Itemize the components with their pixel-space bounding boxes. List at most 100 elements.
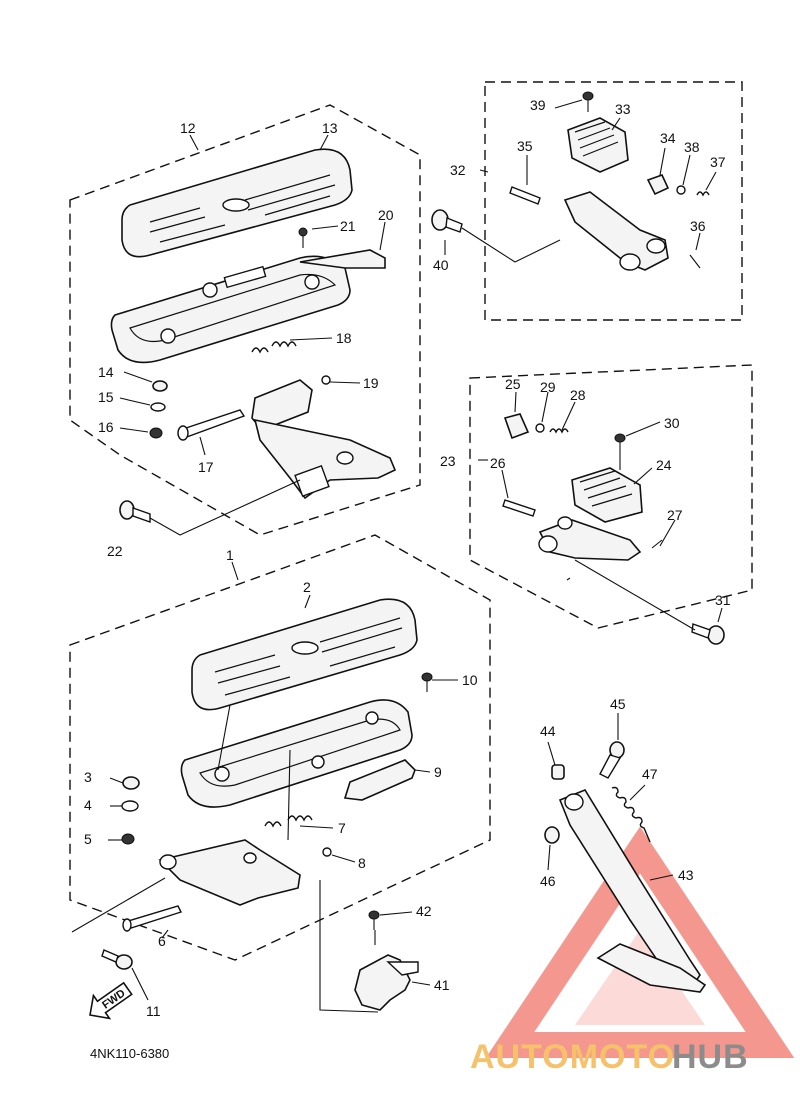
callout-6: 6 — [158, 933, 166, 949]
bolt-31 — [691, 623, 725, 645]
callout-35: 35 — [517, 138, 533, 154]
screw-30 — [614, 433, 626, 470]
callout-9: 9 — [434, 764, 442, 780]
footpeg-assembly-32 — [431, 91, 710, 271]
group-23-outline — [469, 364, 753, 629]
callout-38: 38 — [684, 139, 700, 155]
footpeg-rubber-33 — [567, 117, 629, 173]
callout-25: 25 — [505, 376, 521, 392]
callout-18: 18 — [336, 330, 352, 346]
callout-36: 36 — [690, 218, 706, 234]
lower-arm-bracket — [158, 839, 301, 906]
lower-plate-slot-c — [224, 646, 396, 696]
callout-8: 8 — [358, 855, 366, 871]
lower-plate-slot-b — [319, 617, 403, 653]
callout-24: 24 — [656, 457, 672, 473]
callout-1: 1 — [226, 547, 234, 563]
pin-35 — [509, 186, 541, 205]
callout-26: 26 — [490, 455, 506, 471]
fwd-arrow: FWD — [89, 981, 133, 1020]
nut-3 — [122, 776, 140, 790]
callout-42: 42 — [416, 903, 432, 919]
callout-28: 28 — [570, 387, 586, 403]
bolt-11 — [101, 949, 133, 970]
screw-39 — [582, 91, 594, 112]
upper-plate-slot-c — [159, 195, 331, 243]
clip-8 — [322, 847, 332, 857]
footpeg-body-23 — [538, 519, 642, 561]
footpeg-eye-a — [619, 253, 641, 271]
bolt-22 — [119, 500, 151, 523]
footpeg-rubber-24 — [571, 467, 643, 523]
pin-17-head — [177, 425, 189, 441]
sidestand-pivot — [564, 793, 584, 811]
callout-32: 32 — [450, 162, 466, 178]
ball-29 — [535, 423, 545, 433]
callout-13: 13 — [322, 120, 338, 136]
bracket-41-tab — [386, 961, 419, 976]
callout-4: 4 — [84, 797, 92, 813]
lower-plate-emblem — [291, 641, 319, 655]
bushing-44 — [551, 764, 565, 780]
footpeg-eye-b — [646, 238, 666, 254]
pin-26 — [502, 499, 536, 517]
callout-41: 41 — [434, 977, 450, 993]
callout-40: 40 — [433, 257, 449, 273]
callout-46: 46 — [540, 873, 556, 889]
callout-33: 33 — [615, 101, 631, 117]
watermark-text-a: AUTOMOTO — [470, 1038, 675, 1076]
callout-5: 5 — [84, 831, 92, 847]
bolt-16 — [149, 427, 163, 439]
upper-plate-slot-b — [244, 174, 336, 211]
spring-37 — [696, 191, 710, 197]
callout-45: 45 — [610, 696, 626, 712]
upper-plate-slot-a — [149, 207, 206, 233]
upper-base-inner — [129, 273, 337, 343]
upper-base-boss-a — [202, 282, 218, 298]
watermark-text-b: HUB — [672, 1038, 749, 1076]
watermark-triangle — [485, 826, 795, 1058]
upper-footboard-assembly — [110, 148, 397, 523]
fwd-arrow-shape — [89, 981, 133, 1020]
callout-11: 11 — [146, 1003, 161, 1019]
screw-21 — [298, 227, 308, 248]
callout-27: 27 — [667, 507, 683, 523]
upper-base-boss-b — [160, 328, 176, 344]
callout-37: 37 — [710, 154, 726, 170]
clip-27 — [651, 539, 663, 549]
callout-12: 12 — [180, 120, 196, 136]
upper-arm-block — [294, 464, 330, 498]
spring-28 — [549, 428, 569, 434]
upper-lower-arm — [253, 418, 397, 500]
callout-7: 7 — [338, 820, 346, 836]
footpeg-body-32 — [563, 191, 669, 271]
footpeg-23-eye-a — [538, 535, 558, 553]
bolt-45 — [599, 741, 625, 779]
plate-34 — [646, 174, 670, 196]
lower-arm-eye-b — [243, 852, 257, 864]
callout-17: 17 — [198, 459, 214, 475]
lower-plate-slot-a — [214, 654, 281, 684]
group-1-outline — [69, 534, 491, 961]
callout-44: 44 — [540, 723, 556, 739]
footpeg-assembly-23 — [502, 413, 725, 645]
callout-10: 10 — [462, 672, 478, 688]
screw-10 — [421, 672, 433, 692]
pin-6-head — [122, 918, 132, 932]
upper-plate-emblem — [222, 198, 250, 212]
leader-lines — [71, 99, 723, 1013]
spring-47 — [611, 786, 651, 843]
group-32-outline — [484, 81, 743, 321]
ball-38 — [676, 185, 686, 195]
lower-base-boss-a — [214, 766, 230, 782]
plate-25 — [503, 413, 530, 440]
callout-39: 39 — [530, 97, 546, 113]
upper-bracket-20 — [299, 249, 386, 269]
washer-15 — [150, 402, 166, 412]
screw-42 — [368, 910, 380, 930]
lower-footboard-assembly — [101, 598, 433, 1011]
callout-19: 19 — [363, 375, 379, 391]
bolt-40 — [431, 209, 463, 233]
lower-bracket-9 — [343, 759, 416, 801]
